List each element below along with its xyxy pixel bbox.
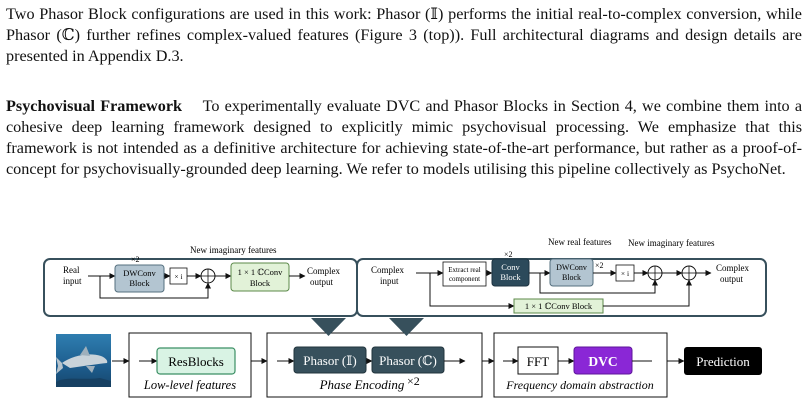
phasor-complex-block (371, 346, 445, 374)
extract-real-box (442, 261, 487, 287)
right-multiply-i-label: × i (621, 269, 629, 278)
left-input-label-2: input (63, 276, 82, 286)
right-dwconv-label-2: Block (562, 273, 581, 282)
left-output-label-2: output (310, 277, 334, 287)
phasor-real-label: Phasor (𝕀) (303, 353, 356, 368)
left-sum-node (200, 268, 216, 284)
right-dwconv-repeat-label: ×2 (595, 261, 604, 270)
phasor-complex-callout-triangle (389, 318, 424, 336)
right-sum-node-2 (681, 265, 697, 281)
shark-image (56, 334, 111, 387)
prediction-label: Prediction (696, 354, 750, 369)
right-input-label-2: input (380, 276, 399, 286)
right-output-label: Complex (716, 263, 749, 273)
right-annotation-imag: New imaginary features (628, 238, 715, 248)
extract-real-label: Extract real (448, 266, 481, 274)
phase-encoding-repeat: ×2 (407, 374, 420, 388)
dvc-label: DVC (588, 354, 617, 369)
paragraph-psychovisual-framework: Psychovisual Framework To experimentally… (6, 96, 802, 180)
paragraph-text: Two Phasor Block configurations are used… (6, 5, 802, 65)
paragraph-phasor-configurations: Two Phasor Block configurations are used… (6, 4, 802, 67)
left-cconv-block (230, 262, 290, 292)
paragraph-heading: Psychovisual Framework (6, 97, 183, 115)
left-cconv-label-2: Block (250, 278, 271, 288)
right-panel: Complex input Extract real component ×2 … (356, 237, 767, 317)
wide-cconv-label: 1 × 1 ℂConv Block (525, 301, 593, 311)
fft-block (517, 346, 559, 375)
left-cconv-label: 1 × 1 ℂConv (238, 267, 284, 277)
left-dwconv-block (114, 264, 165, 293)
left-repeat-label: ×2 (131, 255, 140, 264)
right-input-label: Complex (371, 265, 404, 275)
left-input-label: Real (63, 265, 80, 275)
frequency-caption: Frequency domain abstraction (505, 378, 654, 392)
phase-encoding-caption: Phase Encoding (319, 377, 405, 392)
phasor-real-block (293, 346, 367, 374)
phasor-real-callout-triangle (311, 318, 346, 336)
prediction-block (684, 347, 762, 375)
left-output-label: Complex (307, 266, 340, 276)
right-output-label-2: output (720, 274, 744, 284)
pipeline: ResBlocks Low-level features Phasor (𝕀) … (56, 318, 762, 398)
right-annotation-real: New real features (548, 237, 612, 247)
extract-real-label-2: component (449, 275, 480, 283)
conv-block-label-2: Block (500, 272, 521, 282)
left-dwconv-label: DWConv (123, 268, 156, 278)
resblocks-label: ResBlocks (168, 354, 224, 369)
low-level-caption: Low-level features (143, 378, 236, 392)
left-multiply-i-label: × i (174, 272, 182, 281)
right-dwconv-label: DWConv (556, 263, 587, 272)
phasor-complex-label: Phasor (ℂ) (379, 353, 437, 368)
left-dwconv-label-2: Block (129, 278, 150, 288)
right-conv-repeat-label: ×2 (504, 250, 513, 259)
left-panel: Real input ×2 DWConv Block × i New imagi… (43, 245, 358, 317)
right-sum-node-1 (647, 265, 663, 281)
paragraph-text: To experimentally evaluate DVC and Phaso… (6, 97, 803, 178)
fft-label: FFT (527, 354, 549, 369)
conv-block-label: Conv (501, 262, 520, 272)
left-annotation: New imaginary features (190, 245, 277, 255)
resblocks-block (156, 347, 236, 375)
